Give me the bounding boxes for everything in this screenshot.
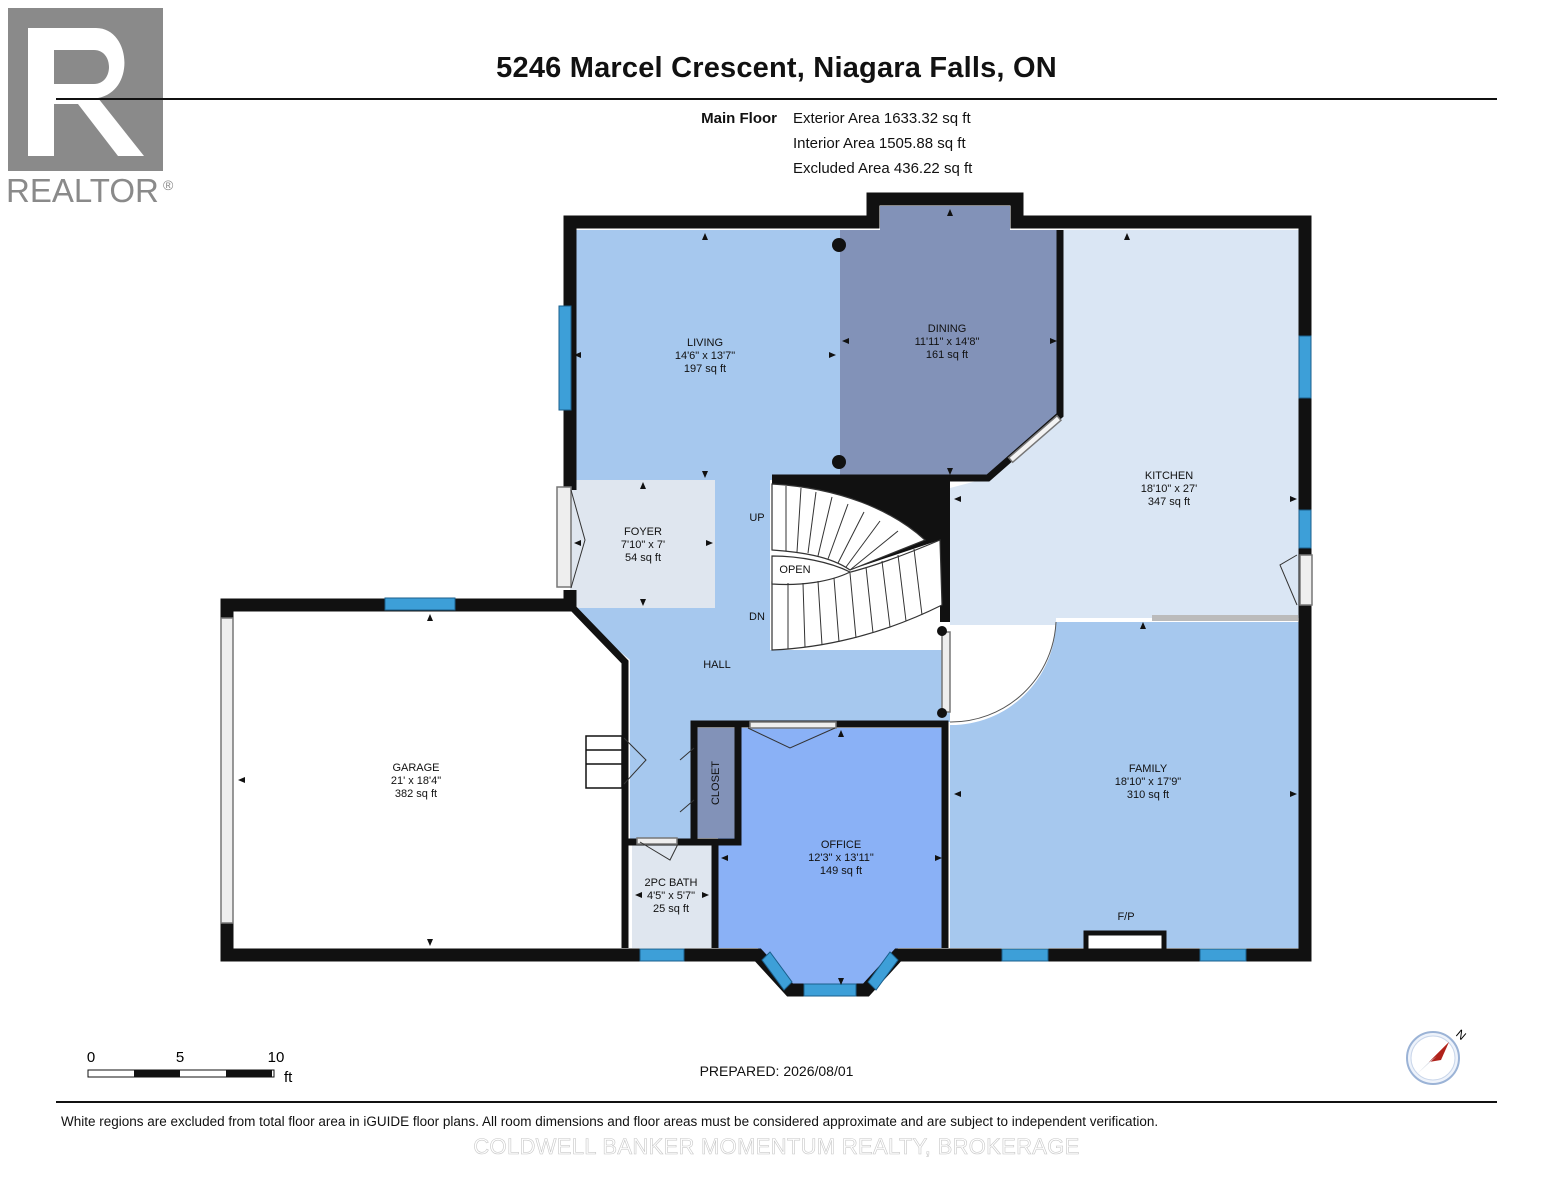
room-family xyxy=(950,622,1300,948)
room-office xyxy=(718,728,945,990)
registered-mark: ® xyxy=(163,177,174,193)
footer-divider xyxy=(56,1101,1497,1103)
stairs-open-label: OPEN xyxy=(779,564,810,576)
family-dims: 18'10" x 17'9" xyxy=(1115,776,1182,788)
realtor-logo: REALTOR ® xyxy=(6,6,178,211)
living-area: 197 sq ft xyxy=(684,363,726,375)
room-bath xyxy=(632,845,712,948)
bath-dims: 4'5" x 5'7" xyxy=(647,890,695,902)
office-area: 149 sq ft xyxy=(820,865,862,877)
stairs-up-label: UP xyxy=(749,512,764,524)
prepared-date: PREPARED: 2026/08/01 xyxy=(699,1063,854,1079)
scale-label-5: 5 xyxy=(176,1049,184,1066)
bath-name: 2PC BATH xyxy=(645,877,698,889)
fireplace xyxy=(1083,930,1167,954)
foyer-name: FOYER xyxy=(624,526,662,538)
scale-unit: ft xyxy=(284,1069,293,1086)
disclaimer: White regions are excluded from total fl… xyxy=(61,1114,1159,1129)
living-name: LIVING xyxy=(687,337,723,349)
scale-label-0: 0 xyxy=(87,1049,95,1066)
scale-label-10: 10 xyxy=(268,1049,285,1066)
stairs-down-label: DN xyxy=(749,611,765,623)
garage-dims: 21' x 18'4" xyxy=(391,775,441,787)
living-dims: 14'6" x 13'7" xyxy=(675,350,735,362)
excluded-area: Excluded Area 436.22 sq ft xyxy=(793,160,973,177)
dining-dims: 11'11" x 14'8" xyxy=(915,336,980,348)
header-divider xyxy=(56,98,1497,100)
dining-area: 161 sq ft xyxy=(926,349,968,361)
compass: N xyxy=(1402,1024,1470,1088)
compass-north-label: N xyxy=(1453,1027,1469,1043)
kitchen-area: 347 sq ft xyxy=(1148,496,1190,508)
fireplace-label: F/P xyxy=(1117,911,1134,923)
garage-name: GARAGE xyxy=(392,762,439,774)
kitchen-dims: 18'10" x 27' xyxy=(1141,483,1197,495)
realtor-logo-text: REALTOR xyxy=(6,172,159,209)
family-name: FAMILY xyxy=(1129,763,1168,775)
dimension-arrows xyxy=(238,209,1297,985)
north-arrow-icon: N xyxy=(1406,1027,1469,1085)
doors xyxy=(220,414,1313,924)
page-title: 5246 Marcel Crescent, Niagara Falls, ON xyxy=(496,52,1057,84)
bath-area: 25 sq ft xyxy=(653,903,689,915)
room-garage xyxy=(235,612,622,948)
foyer-area: 54 sq ft xyxy=(625,552,661,564)
closet-name: CLOSET xyxy=(710,761,722,805)
family-area: 310 sq ft xyxy=(1127,789,1169,801)
room-dining xyxy=(840,206,1060,478)
exterior-area: Exterior Area 1633.32 sq ft xyxy=(793,110,971,127)
room-kitchen xyxy=(950,230,1300,625)
office-name: OFFICE xyxy=(821,839,861,851)
room-closet xyxy=(697,728,735,838)
office-dims: 12'3" x 13'11" xyxy=(808,852,874,864)
garage-area: 382 sq ft xyxy=(395,788,437,800)
scale-bar: 0 5 10 ft xyxy=(84,1046,314,1086)
stair-treads xyxy=(785,486,923,649)
hall-name: HALL xyxy=(703,659,731,671)
realtor-r-icon: REALTOR ® xyxy=(6,8,174,209)
kitchen-name: KITCHEN xyxy=(1145,470,1193,482)
interior-area: Interior Area 1505.88 sq ft xyxy=(793,135,966,152)
brokerage-watermark: COLDWELL BANKER MOMENTUM REALTY, BROKERA… xyxy=(473,1134,1080,1160)
columns xyxy=(832,238,947,718)
floor-label: Main Floor xyxy=(701,110,777,127)
dining-name: DINING xyxy=(928,323,967,335)
windows xyxy=(384,305,1312,997)
room-foyer xyxy=(570,480,715,608)
foyer-dims: 7'10" x 7' xyxy=(621,539,665,551)
room-labels: LIVING 14'6" x 13'7" 197 sq ft DINING 11… xyxy=(391,323,1197,923)
room-living xyxy=(570,230,840,480)
door-swings xyxy=(570,489,1298,861)
